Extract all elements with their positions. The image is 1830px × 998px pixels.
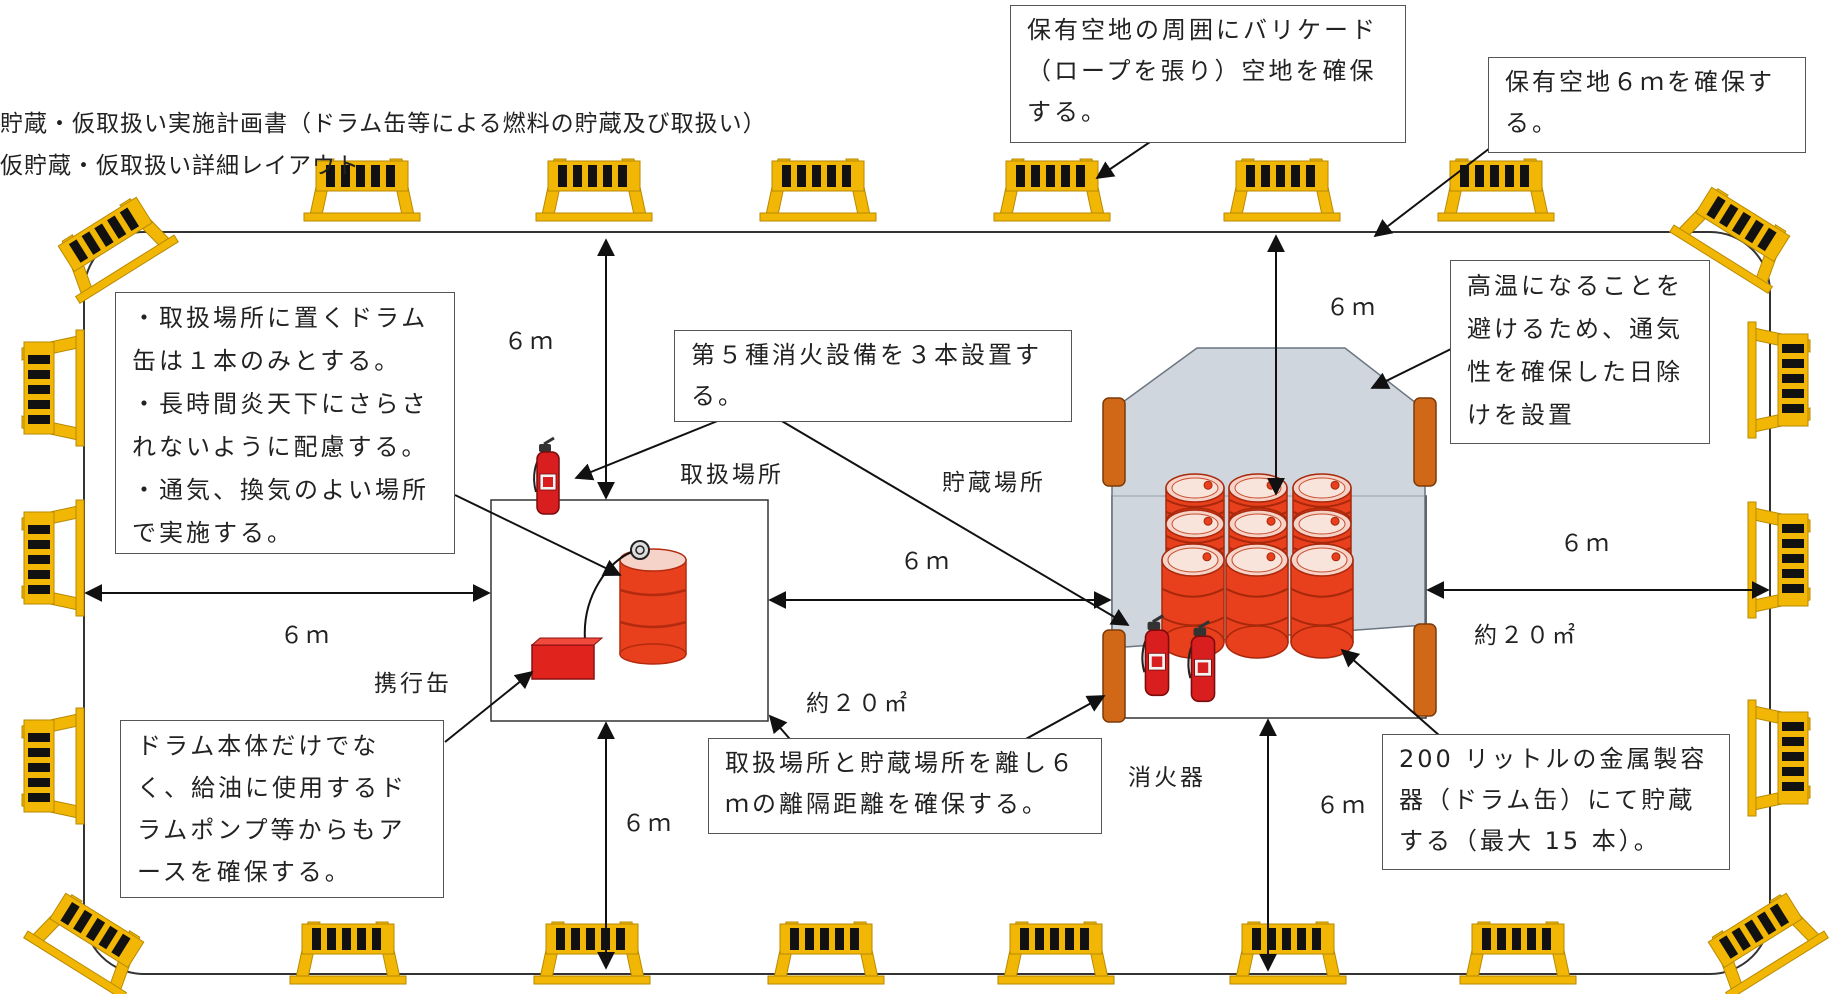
barricade <box>993 158 1111 222</box>
barricade <box>533 921 651 985</box>
sunshade-post <box>1102 397 1126 487</box>
sunshade-post <box>1413 397 1437 487</box>
barricade <box>767 921 885 985</box>
document-title: 貯蔵・仮取扱い実施計画書（ドラム缶等による燃料の貯蔵及び取扱い） <box>0 111 767 137</box>
leader-sunshade <box>1370 347 1454 389</box>
callout-handling-notes: ・取扱場所に置くドラム缶は１本のみとする。 ・長時間炎天下にさらされないように配… <box>115 292 455 554</box>
leader-separation-b <box>1014 695 1106 746</box>
barricade <box>23 892 145 998</box>
fuel-drum <box>1290 543 1354 659</box>
fuel-drum <box>1161 543 1225 659</box>
barricade <box>1669 186 1791 294</box>
leader-extinguisher-b <box>779 419 1130 626</box>
callout-clearance: 保有空地６ｍを確保する。 <box>1488 57 1806 153</box>
label-extinguisher: 消火器 <box>1128 765 1206 791</box>
leader-barricade <box>1095 141 1151 180</box>
sunshade-post <box>1102 629 1126 723</box>
dimension-label-bottom-right: ６ｍ <box>1316 793 1368 819</box>
fuel-drum <box>1225 543 1289 659</box>
barricade <box>21 499 85 617</box>
leader-clearance <box>1373 147 1491 238</box>
callout-extinguisher: 第５種消火設備を３本設置する。 <box>674 330 1072 422</box>
callout-storage: 200 リットルの金属製容器（ドラム缶）にて貯蔵する（最大 15 本）。 <box>1382 734 1730 870</box>
dimension-label-top-right: ６ｍ <box>1326 295 1378 321</box>
barricade <box>1223 158 1341 222</box>
barricade <box>997 921 1115 985</box>
callout-sunshade: 高温になることを避けるため、通気性を確保した日除けを設置 <box>1450 260 1710 444</box>
label-area-handling: 約２０㎡ <box>806 691 910 717</box>
label-area-storage: 約２０㎡ <box>1474 623 1578 649</box>
barricade <box>1747 321 1811 439</box>
dimension-label-between: ６ｍ <box>900 549 952 575</box>
fire-extinguisher <box>533 436 560 515</box>
label-handling-area: 取扱場所 <box>680 462 784 488</box>
leader-extinguisher-a <box>574 419 721 481</box>
barricade <box>759 158 877 222</box>
barricade <box>1459 921 1577 985</box>
label-storage-area: 貯蔵場所 <box>942 470 1046 496</box>
fire-extinguisher <box>1141 614 1170 697</box>
callout-separation: 取扱場所と貯蔵場所を離し６ｍの離隔距離を確保する。 <box>708 738 1102 834</box>
dimension-label-left: ６ｍ <box>280 623 332 649</box>
dimension-label-right: ６ｍ <box>1560 531 1612 557</box>
barricade <box>1747 699 1811 817</box>
leader-grounding <box>444 670 534 743</box>
barricade <box>1707 892 1829 998</box>
dimension-label-bottom-left: ６ｍ <box>622 811 674 837</box>
barricade-group <box>21 158 1829 998</box>
sunshade-posts <box>1102 397 1437 723</box>
barricade <box>57 196 179 304</box>
leader-handling-notes <box>454 494 622 577</box>
label-portable-can: 携行缶 <box>374 671 452 697</box>
barricade <box>289 921 407 985</box>
fire-extinguisher <box>1187 620 1216 703</box>
sunshade-post <box>1413 623 1437 717</box>
barricade <box>21 329 85 447</box>
leader-storage <box>1340 648 1441 737</box>
barricade <box>535 158 653 222</box>
drum-pump-box <box>530 637 604 680</box>
drum-stack <box>1161 473 1354 659</box>
dimension-label-top-left: ６ｍ <box>504 329 556 355</box>
barricade <box>1747 501 1811 619</box>
callout-barricade: 保有空地の周囲にバリケード（ロープを張り）空地を確保する。 <box>1010 5 1406 143</box>
handling-drum <box>583 540 687 665</box>
callout-grounding: ドラム本体だけでなく、給油に使用するドラムポンプ等からもアースを確保する。 <box>120 720 444 898</box>
barricade <box>21 707 85 825</box>
layout-subtitle: 仮貯蔵・仮取扱い詳細レイアウト <box>0 153 360 179</box>
barricade <box>1437 158 1555 222</box>
barricade <box>303 158 421 222</box>
